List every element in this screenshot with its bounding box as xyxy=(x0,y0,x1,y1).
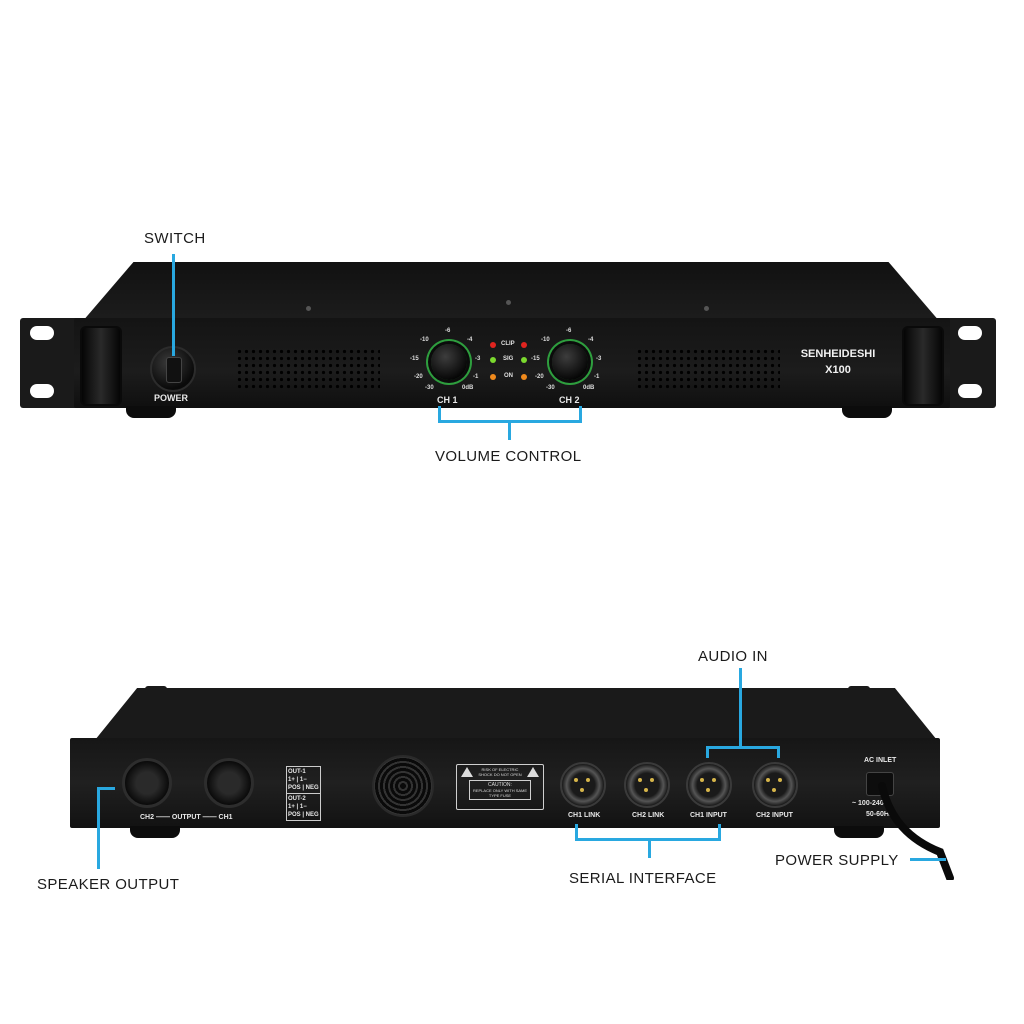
knob-tick-label: -6 xyxy=(566,328,572,334)
power-label: POWER xyxy=(154,393,189,403)
serial-interface-callout: SERIAL INTERFACE xyxy=(569,870,717,887)
knob-tick-label: 0dB xyxy=(462,385,474,391)
ch1-volume-knob[interactable] xyxy=(431,344,467,380)
volume-bracket-stem xyxy=(508,420,511,440)
caution-title: CAUTION: xyxy=(488,782,512,788)
ch2-input-label: CH2 INPUT xyxy=(756,812,793,819)
front-unit-top-cover xyxy=(82,262,940,322)
warning-label: RISK OF ELECTRIC SHOCK DO NOT OPEN CAUTI… xyxy=(456,764,544,810)
ch1-link-label: CH1 LINK xyxy=(568,812,601,819)
ch2-link-connector[interactable] xyxy=(624,762,670,808)
ch2-volume-knob[interactable] xyxy=(552,344,588,380)
front-right-rack-ear xyxy=(942,318,996,408)
knob-tick-label: -30 xyxy=(546,385,555,391)
out1-table: OUT-1 1+ | 1− POS | NEG xyxy=(286,766,321,794)
warning-top-text: RISK OF ELECTRIC SHOCK DO NOT OPEN xyxy=(478,767,522,777)
ch1-speaker-output[interactable] xyxy=(204,758,254,808)
front-left-vent xyxy=(236,348,380,392)
knob-tick-label: -4 xyxy=(588,337,594,343)
speaker-output-bracket xyxy=(97,787,115,790)
front-right-vent xyxy=(636,348,780,392)
power-cable xyxy=(878,782,954,880)
audio-in-bracket xyxy=(706,746,780,749)
ch2-speaker-output[interactable] xyxy=(122,758,172,808)
switch-callout: SWITCH xyxy=(144,230,206,247)
front-left-rack-ear xyxy=(20,318,82,408)
on-label: ON xyxy=(504,373,513,379)
brand-block: SENHEIDESHI X100 xyxy=(790,346,886,378)
speaker-output-callout: SPEAKER OUTPUT xyxy=(37,876,180,893)
ch2-input-connector[interactable] xyxy=(752,762,798,808)
model-name: X100 xyxy=(825,364,851,376)
knob-tick-label: 0dB xyxy=(583,385,595,391)
cooling-fan-grille xyxy=(372,755,434,817)
shock-triangle-icon xyxy=(527,767,539,777)
knob-tick-label: -30 xyxy=(425,385,434,391)
sig-label: SIG xyxy=(503,356,514,362)
knob-tick-label: -1 xyxy=(473,374,479,380)
voltage-label: ~ 100-240V xyxy=(852,800,889,807)
output-label: CH2 —— OUTPUT —— CH1 xyxy=(140,814,233,821)
ch1-input-connector[interactable] xyxy=(686,762,732,808)
volume-control-callout: VOLUME CONTROL xyxy=(435,448,582,465)
sig-led xyxy=(521,357,527,363)
volume-bracket-left xyxy=(438,406,441,422)
knob-tick-label: -10 xyxy=(541,337,550,343)
clip-label: CLIP xyxy=(501,341,515,347)
knob-tick-label: -4 xyxy=(467,337,473,343)
front-left-foot xyxy=(126,406,176,418)
power-supply-callout: POWER SUPPLY xyxy=(775,852,899,869)
rear-right-foot xyxy=(834,826,884,838)
knob-tick-label: -6 xyxy=(445,328,451,334)
frequency-label: 50-60Hz xyxy=(866,811,893,818)
ch1-label: CH 1 xyxy=(437,395,458,405)
front-panel xyxy=(74,318,950,408)
knob-tick-label: -15 xyxy=(410,356,419,362)
rear-left-foot xyxy=(130,826,180,838)
knob-tick-label: -3 xyxy=(475,356,481,362)
ac-inlet-label: AC INLET xyxy=(864,757,897,764)
power-supply-line xyxy=(910,858,946,861)
warning-triangle-icon xyxy=(461,767,473,777)
audio-in-bracket-left xyxy=(706,746,709,758)
clip-led xyxy=(490,342,496,348)
out2-table: OUT-2 1+ | 1− POS | NEG xyxy=(286,793,321,821)
audio-in-line xyxy=(739,668,742,748)
on-led xyxy=(490,374,496,380)
front-right-handle[interactable] xyxy=(902,326,944,406)
front-right-foot xyxy=(842,406,892,418)
serial-bracket-stem xyxy=(648,838,651,858)
switch-callout-line xyxy=(172,254,175,356)
volume-bracket-right xyxy=(579,406,582,422)
ch2-link-label: CH2 LINK xyxy=(632,812,665,819)
brand-name: SENHEIDESHI xyxy=(800,348,876,360)
on-led xyxy=(521,374,527,380)
serial-bracket-left xyxy=(575,824,578,840)
ch2-label: CH 2 xyxy=(559,395,580,405)
ch1-link-connector[interactable] xyxy=(560,762,606,808)
knob-tick-label: -1 xyxy=(594,374,600,380)
knob-tick-label: -10 xyxy=(420,337,429,343)
ch1-input-label: CH1 INPUT xyxy=(690,812,727,819)
sig-led xyxy=(490,357,496,363)
serial-bracket-right xyxy=(718,824,721,840)
knob-tick-label: -20 xyxy=(535,374,544,380)
clip-led xyxy=(521,342,527,348)
speaker-output-line xyxy=(97,787,100,869)
audio-in-bracket-right xyxy=(777,746,780,758)
rear-unit-top-cover xyxy=(95,688,937,740)
front-screw xyxy=(306,306,311,311)
front-screw xyxy=(506,300,511,305)
audio-in-callout: AUDIO IN xyxy=(698,648,768,665)
knob-tick-label: -20 xyxy=(414,374,423,380)
front-left-handle[interactable] xyxy=(80,326,122,406)
front-screw xyxy=(704,306,709,311)
knob-tick-label: -3 xyxy=(596,356,602,362)
caution-text: REPLACE ONLY WITH SAME TYPE FUSE xyxy=(472,788,528,798)
knob-tick-label: -15 xyxy=(531,356,540,362)
